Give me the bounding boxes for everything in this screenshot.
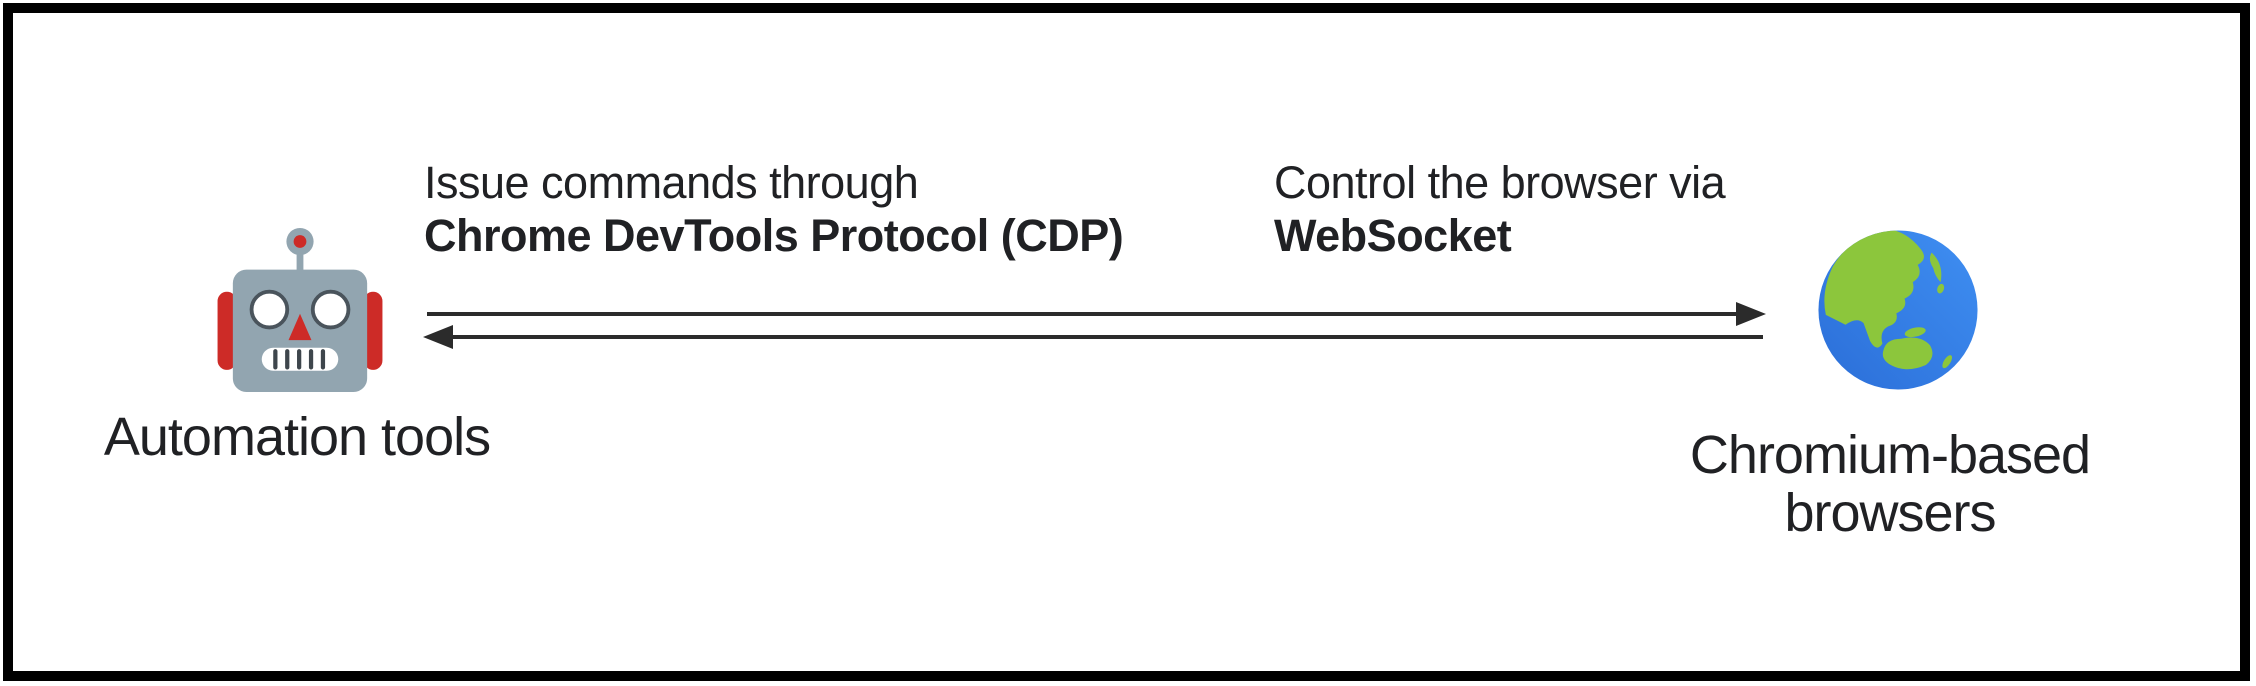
cdp-annotation-line2: Chrome DevTools Protocol (CDP)	[424, 210, 1124, 261]
robot-icon	[217, 227, 383, 392]
websocket-annotation: Control the browser via WebSocket	[1274, 156, 1726, 262]
websocket-annotation-line1: Control the browser via	[1274, 157, 1726, 208]
chromium-browsers-label: Chromium-based browsers	[1689, 425, 2091, 543]
automation-tools-label: Automation tools	[103, 407, 491, 467]
arrow-left-head-icon	[423, 325, 453, 349]
globe-icon	[1818, 230, 1978, 390]
websocket-annotation-line2: WebSocket	[1274, 210, 1512, 261]
cdp-annotation: Issue commands through Chrome DevTools P…	[424, 156, 1124, 262]
cdp-annotation-line1: Issue commands through	[424, 157, 919, 208]
arrow-right-head-icon	[1736, 302, 1766, 326]
